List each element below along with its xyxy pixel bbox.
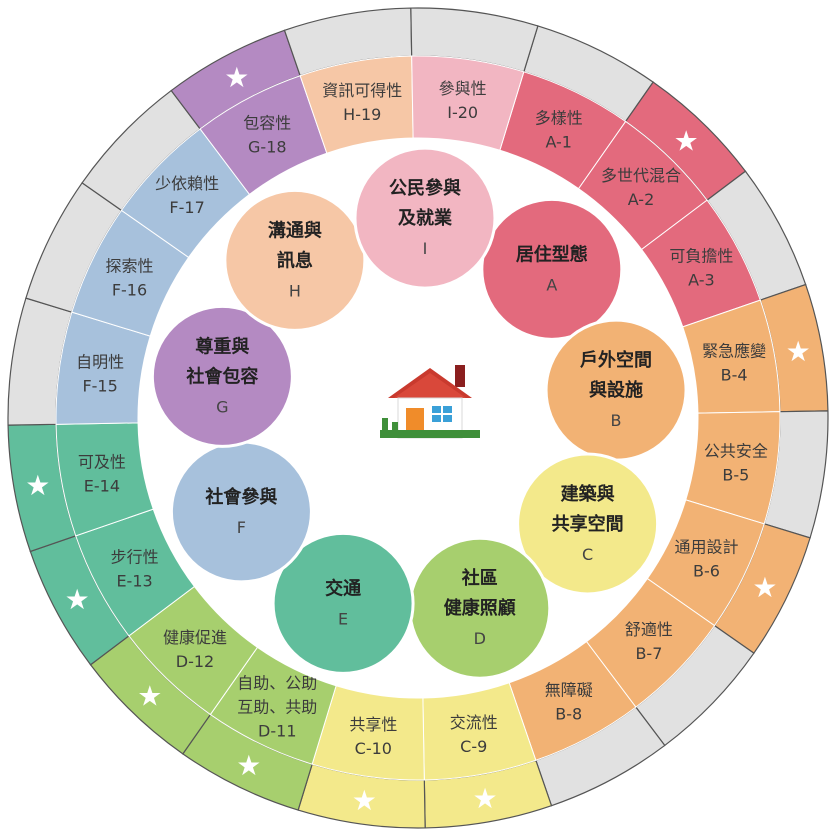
domain-name-i: 及就業 [398, 207, 453, 229]
segment-code-h-19: H-19 [343, 105, 381, 124]
domain-circle-a [480, 197, 624, 341]
segment-label-b-5: 公共安全 [704, 442, 768, 461]
segment-code-i-20: I-20 [447, 103, 478, 122]
domain-name-a: 居住型態 [516, 243, 588, 265]
domain-name-h: 訊息 [277, 249, 313, 271]
segment-code-b-7: B-7 [635, 644, 662, 663]
domain-name-e: 交通 [325, 577, 361, 599]
star-icon: ★ [236, 749, 261, 782]
domain-circle-i [353, 146, 497, 290]
segment-code-b-4: B-4 [721, 365, 748, 384]
segment-ring: 多樣性 A-1 多世代混合 A-2 可負擔性 A-3 緊急應變 B-4 公共安全 B-5 通用設計 B… [55, 55, 781, 781]
domain-name-c: 共享空間 [552, 513, 624, 535]
domain-code-b: B [611, 411, 622, 430]
segment-code-a-3: A-3 [688, 270, 715, 289]
star-icon: ★ [65, 583, 90, 616]
segment-code-b-8: B-8 [555, 704, 582, 723]
domain-circle-f [169, 440, 313, 584]
segment-label-g-18: 包容性 [243, 114, 291, 133]
segment-code-e-13: E-13 [116, 572, 152, 591]
domain-name-d: 健康照顧 [444, 597, 516, 619]
segment-code-f-16: F-16 [112, 280, 147, 299]
segment-label-a-3: 可負擔性 [669, 246, 733, 265]
segment-label-f-17: 少依賴性 [155, 174, 219, 193]
segment-code-a-2: A-2 [628, 190, 655, 209]
star-icon: ★ [25, 469, 50, 502]
segment-code-c-10: C-10 [355, 739, 392, 758]
star-icon: ★ [472, 782, 497, 815]
star-icon: ★ [752, 571, 777, 604]
house-icon [380, 365, 480, 439]
segment-code-a-1: A-1 [545, 132, 572, 151]
star-icon: ★ [137, 680, 162, 713]
domain-circle-h [223, 188, 367, 332]
segment-code-d-11: D-11 [258, 722, 296, 741]
domain-name-g: 社會包容 [186, 365, 258, 387]
domain-name-b: 戶外空間 [580, 349, 652, 371]
segment-label-f-15: 自明性 [76, 352, 124, 371]
segment-label-i-20: 參與性 [439, 79, 487, 98]
domain-name-d: 社區 [462, 567, 498, 589]
domain-circle-e [271, 531, 415, 675]
segment-code-d-12: D-12 [176, 652, 214, 671]
segment-label-e-14: 可及性 [78, 453, 126, 472]
segment-label-c-9: 交流性 [450, 713, 498, 732]
domain-code-c: C [582, 545, 593, 564]
segment-code-g-18: G-18 [248, 138, 287, 157]
segment-code-b-6: B-6 [693, 562, 720, 581]
domain-code-g: G [216, 397, 228, 416]
star-icon: ★ [224, 61, 249, 94]
outer-ring: ★ ★ ★ ★ ★ ★ ★ ★ ★ ★ [7, 7, 829, 829]
domain-name-f: 社會參與 [205, 486, 277, 508]
domain-name-h: 溝通與 [268, 219, 322, 241]
domain-name-c: 建築與 [561, 483, 615, 505]
domain-code-a: A [546, 275, 557, 294]
domain-name-b: 與設施 [589, 379, 643, 401]
domain-code-d: D [474, 629, 486, 648]
star-icon: ★ [674, 124, 699, 157]
segment-label-h-19: 資訊可得性 [322, 81, 402, 100]
segment-code-e-14: E-14 [84, 477, 120, 496]
star-icon: ★ [352, 784, 377, 817]
segment-label-b-7: 舒適性 [625, 620, 673, 639]
segment-label-d-12: 健康促進 [163, 628, 227, 647]
segment-label-b-6: 通用設計 [675, 538, 739, 557]
segment-label-f-16: 探索性 [105, 256, 153, 275]
segment-label-a-2: 多世代混合 [601, 166, 681, 185]
domain-circle-c [516, 452, 660, 596]
domain-code-h: H [289, 281, 301, 300]
domain-name-i: 公民參與 [389, 177, 461, 199]
domain-code-e: E [338, 609, 348, 628]
segment-label-b-4: 緊急應變 [702, 341, 766, 360]
segment-label-a-1: 多樣性 [535, 108, 583, 127]
domain-name-g: 尊重與 [195, 335, 249, 357]
star-icon: ★ [786, 335, 811, 368]
segment-label-b-8: 無障礙 [545, 680, 593, 699]
segment-label-c-10: 共享性 [349, 715, 397, 734]
segment-code-c-9: C-9 [460, 737, 487, 756]
segment-label-d-11: 自助、公助 [237, 674, 317, 693]
domain-code-f: F [237, 518, 246, 537]
domain-code-i: I [423, 239, 428, 258]
segment-code-f-17: F-17 [169, 198, 204, 217]
segment-code-b-5: B-5 [722, 466, 749, 485]
domain-circle-g [150, 304, 294, 448]
segment-code-f-15: F-15 [82, 376, 117, 395]
segment-label-d-11: 互助、共助 [237, 698, 317, 717]
segment-label-e-13: 步行性 [111, 548, 159, 567]
